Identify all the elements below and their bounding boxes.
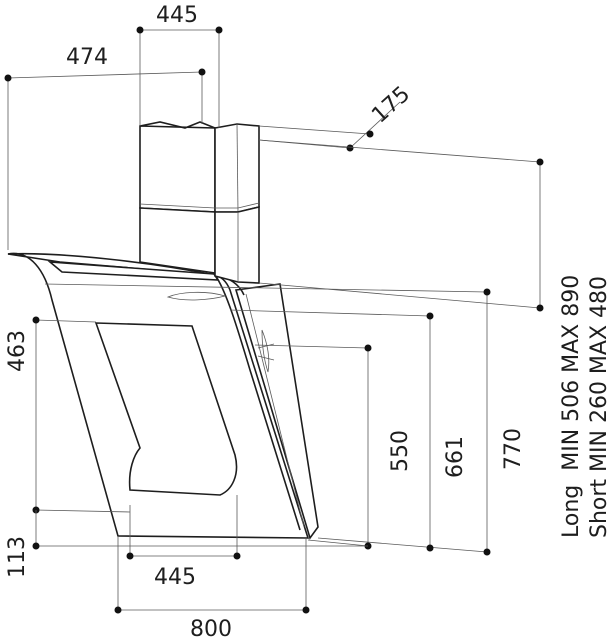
side-glass-fin bbox=[234, 283, 319, 540]
dim-474-dot-left bbox=[4, 74, 12, 82]
dim-800-dot-right bbox=[302, 606, 310, 614]
label-463: 463 bbox=[5, 330, 30, 372]
dim-550-ext-bottom bbox=[307, 539, 369, 547]
dim-661-dot-bottom bbox=[426, 544, 434, 552]
chimney-lower-side bbox=[214, 205, 260, 284]
glass-inner-window bbox=[94, 322, 238, 496]
label-113: 113 bbox=[5, 536, 30, 578]
label-long-chimney: Long MIN 506 MAX 890 bbox=[559, 275, 584, 538]
dim-463-ext-top bbox=[35, 319, 97, 323]
chimney-upper-edge bbox=[236, 123, 239, 213]
dim-550-ext-top bbox=[254, 344, 369, 349]
label-550: 550 bbox=[388, 430, 413, 472]
dim-661-ext-top bbox=[229, 309, 431, 317]
dim-chimney-dot-top bbox=[536, 158, 544, 166]
dim-445-top-dot-left bbox=[136, 26, 144, 34]
dim-445-top-dot-right bbox=[215, 26, 223, 34]
dim-550-dot-top bbox=[364, 344, 372, 352]
dim-463-ext-bottom bbox=[35, 509, 131, 513]
chimney-joint-line bbox=[139, 202, 260, 209]
label-445-bottom: 445 bbox=[154, 565, 196, 590]
label-770: 770 bbox=[501, 428, 526, 470]
dim-175-dot-bottom bbox=[346, 144, 354, 152]
chimney bbox=[139, 121, 260, 284]
dim-661-dot-top bbox=[426, 312, 434, 320]
dim-770-dot-top bbox=[483, 288, 491, 296]
dim-chimney-dot-bottom bbox=[536, 304, 544, 312]
chimney-lower-front bbox=[139, 207, 216, 274]
logo-swirl-side-2 bbox=[257, 343, 275, 361]
dim-770-ext-top bbox=[44, 283, 488, 293]
dim-175-ext-top bbox=[258, 125, 371, 135]
dim-463-dot-top bbox=[32, 316, 40, 324]
chimney-upper-front bbox=[139, 125, 216, 213]
dim-175-dot-top bbox=[366, 130, 374, 138]
dimension-lines bbox=[4, 26, 544, 614]
dim-800-dot-left bbox=[114, 606, 122, 614]
dim-770-dot-bottom bbox=[483, 548, 491, 556]
label-474: 474 bbox=[66, 45, 108, 70]
dim-chimney-ext-top bbox=[258, 139, 541, 163]
label-661: 661 bbox=[443, 436, 468, 478]
dim-chimney-ext-bottom bbox=[258, 282, 541, 309]
logo-swirl-top bbox=[166, 291, 227, 301]
logo-swirl-side bbox=[261, 329, 270, 373]
label-175: 175 bbox=[367, 82, 415, 129]
dim-175-line bbox=[349, 101, 401, 149]
dim-445-bottom-dot-left bbox=[126, 552, 134, 560]
hood-top-lip bbox=[7, 252, 245, 296]
chimney-top-notch bbox=[139, 121, 216, 129]
dimension-labels: 445 474 175 463 113 445 800 550 661 770 … bbox=[5, 3, 612, 639]
dim-474-line bbox=[7, 71, 203, 79]
label-445-top: 445 bbox=[156, 3, 198, 28]
hood-body bbox=[7, 252, 319, 540]
hood-rear-curve bbox=[214, 274, 301, 531]
fin-inner-line bbox=[245, 293, 305, 528]
dim-770-ext-bottom bbox=[317, 537, 488, 553]
dim-445-bottom-dot-right bbox=[233, 552, 241, 560]
label-800: 800 bbox=[190, 617, 232, 639]
label-short-chimney: Short MIN 260 MAX 480 bbox=[587, 276, 612, 538]
dim-113-dot-bottom bbox=[32, 542, 40, 550]
dim-474-dot-right bbox=[198, 68, 206, 76]
